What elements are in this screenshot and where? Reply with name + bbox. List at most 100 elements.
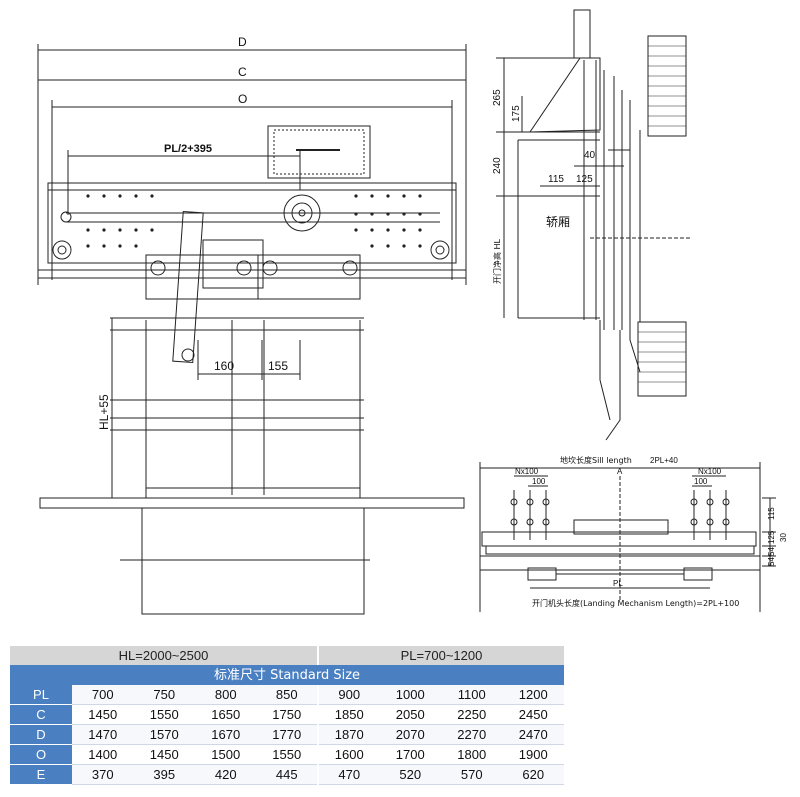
table-cell: 420 bbox=[195, 764, 257, 785]
pulley-right bbox=[430, 240, 450, 260]
r-30-label: 30 bbox=[779, 533, 788, 542]
dim-240-label: 240 bbox=[492, 157, 503, 174]
hundred-left-label: 100 bbox=[532, 477, 546, 486]
dim-175-label: 175 bbox=[511, 105, 522, 122]
table-cell: 1800 bbox=[441, 744, 503, 765]
dim-265-label: 265 bbox=[492, 89, 503, 106]
dim-pl-label: PL/2+395 bbox=[164, 143, 212, 155]
car-label: 轿厢 bbox=[546, 214, 570, 229]
table-cell: 700 bbox=[72, 684, 134, 705]
dim-hl-label: HL+55 bbox=[97, 394, 111, 430]
table-cell: 2250 bbox=[441, 704, 503, 725]
range-header-row: HL=2000~2500 PL=700~1200 bbox=[10, 646, 564, 666]
pl-range-cell: PL=700~1200 bbox=[317, 646, 564, 666]
dim-40-label: 40 bbox=[584, 150, 596, 161]
header-plate bbox=[47, 182, 457, 264]
table-cell: 2470 bbox=[502, 724, 564, 745]
dim-o-label: O bbox=[238, 92, 247, 106]
nx-right-label: Nx100 bbox=[698, 467, 722, 476]
side-view bbox=[496, 9, 690, 441]
table-cell: 1900 bbox=[502, 744, 564, 765]
table-cell: 1450 bbox=[133, 744, 195, 765]
linkage-arm bbox=[172, 210, 204, 364]
table-cell: 1650 bbox=[195, 704, 257, 725]
dim-160-label: 160 bbox=[214, 359, 234, 373]
dim-line-d bbox=[37, 44, 467, 285]
a-label: A bbox=[617, 467, 623, 476]
r-54a-label: 54 bbox=[767, 547, 776, 556]
table-cell: 1000 bbox=[379, 684, 441, 705]
table-cell: 1100 bbox=[441, 684, 503, 705]
table-cell: 395 bbox=[133, 764, 195, 785]
r-125-label: 125 bbox=[767, 530, 776, 544]
dim-155-label: 155 bbox=[268, 359, 288, 373]
brick-wall-bottom bbox=[637, 321, 687, 397]
table-cell: 750 bbox=[133, 684, 195, 705]
pl-label: PL bbox=[613, 579, 623, 588]
table-cell: 850 bbox=[256, 684, 318, 705]
row-label: PL bbox=[10, 684, 72, 705]
elevator-door-drawing: D C O PL/2+395 160 155 HL+55 265 175 240… bbox=[37, 9, 788, 615]
table-cell: 1850 bbox=[317, 704, 380, 725]
door-panels bbox=[110, 317, 364, 495]
table-cell: 1550 bbox=[256, 744, 318, 765]
table-cell: 1870 bbox=[317, 724, 380, 745]
row-label: O bbox=[10, 744, 72, 765]
sill-length-label: 地坎长度Sill length bbox=[560, 455, 632, 465]
dim-125-label: 125 bbox=[576, 174, 593, 185]
table-cell: 1550 bbox=[133, 704, 195, 725]
table-cell: 370 bbox=[72, 764, 134, 785]
motor-box bbox=[267, 125, 371, 179]
sill bbox=[39, 497, 465, 509]
table-cell: 470 bbox=[317, 764, 380, 785]
table-cell: 620 bbox=[502, 764, 564, 785]
table-cell: 1450 bbox=[72, 704, 134, 725]
table-cell: 570 bbox=[441, 764, 503, 785]
row-label: C bbox=[10, 704, 72, 725]
hundred-right-label: 100 bbox=[694, 477, 708, 486]
table-cell: 1500 bbox=[195, 744, 257, 765]
table-title-row: 标准尺寸 Standard Size bbox=[10, 665, 564, 685]
table-cell: 445 bbox=[256, 764, 318, 785]
plan-view bbox=[479, 462, 776, 612]
nx-left-label: Nx100 bbox=[515, 467, 539, 476]
table-cell: 1570 bbox=[133, 724, 195, 745]
table-title: 标准尺寸 Standard Size bbox=[10, 665, 564, 685]
table-cell: 1400 bbox=[72, 744, 134, 765]
front-view bbox=[37, 44, 467, 615]
table-cell: 1750 bbox=[256, 704, 318, 725]
row-label: E bbox=[10, 764, 72, 785]
table-cell: 800 bbox=[195, 684, 257, 705]
r-54b-label: 54 bbox=[767, 557, 776, 566]
car-wall bbox=[517, 139, 600, 319]
dim-115-label: 115 bbox=[548, 174, 564, 185]
table-cell: 2450 bbox=[502, 704, 564, 725]
table-cell: 1470 bbox=[72, 724, 134, 745]
row-label: D bbox=[10, 724, 72, 745]
dim-d-label: D bbox=[238, 35, 247, 49]
table-cell: 2050 bbox=[379, 704, 441, 725]
door-hanger-right bbox=[257, 254, 361, 300]
motor-pulley bbox=[283, 194, 321, 232]
table-cell: 1770 bbox=[256, 724, 318, 745]
r-115-label: 115 bbox=[767, 507, 776, 520]
mounting-holes bbox=[86, 194, 422, 248]
pulley-left bbox=[52, 240, 72, 260]
table-cell: 2270 bbox=[441, 724, 503, 745]
table-cell: 1670 bbox=[195, 724, 257, 745]
dim-c-label: C bbox=[238, 65, 247, 79]
opening-height-label: 开门净高 HL bbox=[492, 238, 502, 284]
toe-guard bbox=[141, 507, 365, 615]
table-cell: 1700 bbox=[379, 744, 441, 765]
table-cell: 1200 bbox=[502, 684, 564, 705]
hl-range-cell: HL=2000~2500 bbox=[10, 646, 318, 666]
table-cell: 2070 bbox=[379, 724, 441, 745]
pl-40-label: 2PL+40 bbox=[650, 456, 678, 465]
table-cell: 900 bbox=[317, 684, 380, 705]
table-cell: 520 bbox=[379, 764, 441, 785]
